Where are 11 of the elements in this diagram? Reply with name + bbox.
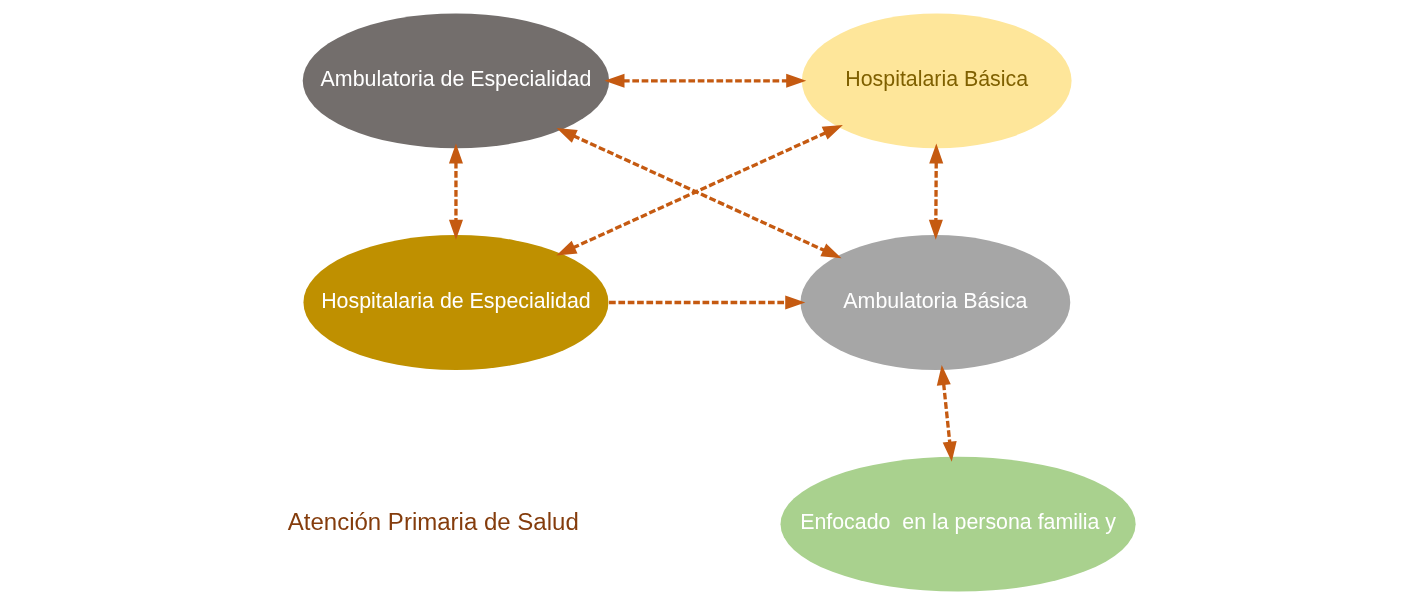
node-ellipse: Hospitalaria de Especialidad: [303, 235, 609, 370]
node-ellipse: Ambulatoria de Especialidad: [302, 13, 610, 149]
label: Atención Primaria de Salud: [287, 508, 579, 536]
arrow: [609, 295, 806, 310]
node-ellipse: Enfocado en la persona familia y: [780, 456, 1136, 592]
arrow: [604, 73, 807, 88]
arrow: [936, 365, 957, 462]
arrow: [448, 143, 463, 240]
node-ellipse: Hospitalaria Básica: [801, 13, 1072, 149]
arrow: [928, 143, 944, 240]
node-ellipse: Ambulatoria Básica: [800, 235, 1071, 370]
